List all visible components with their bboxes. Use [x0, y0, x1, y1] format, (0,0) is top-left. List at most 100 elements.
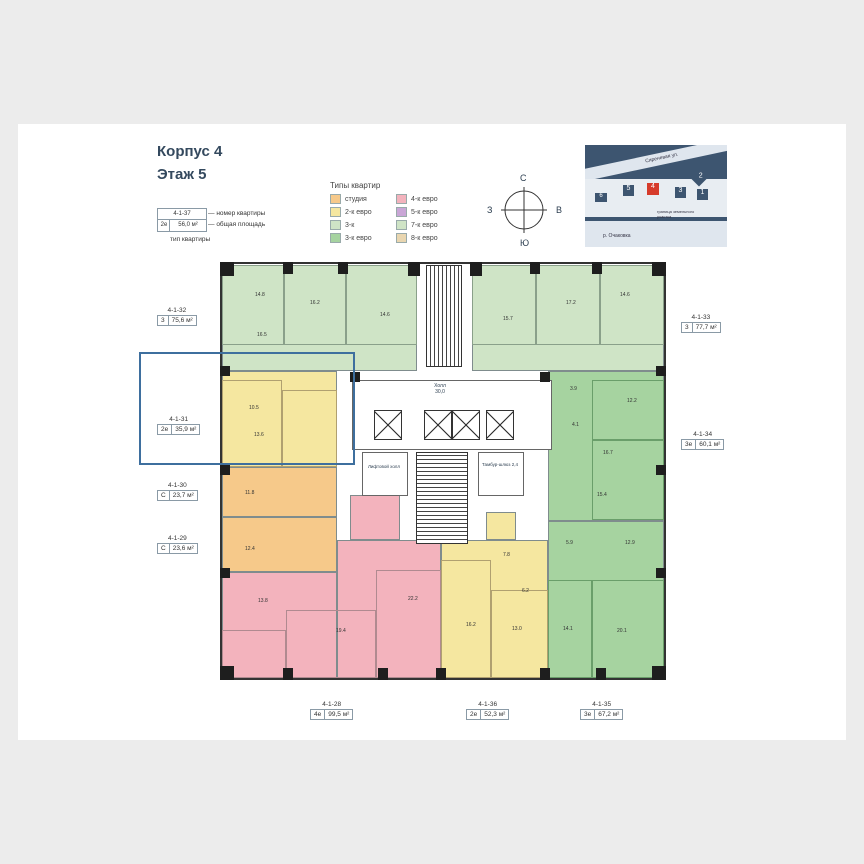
site-building: 3 [675, 187, 686, 198]
room [600, 265, 664, 345]
room-area: 13.0 [512, 626, 522, 632]
apartment-4-1-31[interactable] [222, 371, 337, 467]
site-building: 6 [595, 193, 607, 202]
room-area: 16.2 [466, 622, 476, 628]
apartment-4-1-28[interactable] [350, 495, 400, 540]
room [286, 610, 376, 678]
legend-item: 2-к евро [330, 207, 372, 217]
key-type-note: тип квартиры [170, 236, 211, 243]
apartment-4-1-28[interactable] [337, 540, 441, 678]
column [378, 668, 388, 680]
room-area: 13.6 [254, 432, 264, 438]
column [436, 668, 446, 680]
room-area: 15.7 [503, 316, 513, 322]
apartment-4-1-28[interactable] [222, 572, 337, 678]
room-area: 13.8 [258, 598, 268, 604]
room [222, 630, 286, 678]
apartment-4-1-30[interactable] [222, 467, 337, 517]
room [472, 265, 536, 345]
column [220, 366, 230, 376]
legend-title: Типы квартир [330, 181, 381, 190]
compass-west: З [487, 205, 493, 215]
apartment-4-1-36[interactable] [486, 512, 516, 540]
column [530, 262, 540, 274]
room-area: 16.2 [310, 300, 320, 306]
room-area: 16.7 [603, 450, 613, 456]
room-area: 14.6 [620, 292, 630, 298]
room-area: 12.2 [627, 398, 637, 404]
stairs-icon [426, 265, 462, 367]
apartment-4-1-36[interactable] [441, 540, 548, 678]
room-area: 3.9 [570, 386, 577, 392]
compass-east: В [556, 205, 563, 215]
lift-hall [362, 452, 408, 496]
room-area: 6.2 [522, 588, 529, 594]
room-area: 20.1 [617, 628, 627, 634]
room-area: 11.8 [245, 490, 255, 496]
tambour-label: Тамбур-шлюз 2,4 [482, 462, 518, 467]
column [592, 262, 602, 274]
room [376, 570, 441, 678]
room-area: 12.9 [625, 540, 635, 546]
key-area-note: — общая площадь [208, 221, 266, 228]
column [656, 465, 666, 475]
room [222, 265, 284, 345]
site-building: 1 [697, 189, 708, 200]
apartment-4-1-34[interactable] [548, 371, 664, 521]
compass-north: С [520, 173, 527, 183]
room [548, 580, 592, 678]
lift-icon [374, 410, 402, 440]
room [282, 390, 337, 467]
column [470, 262, 482, 276]
room-area: 15.4 [597, 492, 607, 498]
room-area: 14.8 [255, 292, 265, 298]
room-area: 12.4 [245, 546, 255, 552]
column [338, 262, 348, 274]
column [220, 465, 230, 475]
column [596, 668, 606, 680]
legend-item: 3-к [330, 220, 354, 230]
room [441, 560, 491, 678]
room [346, 265, 417, 345]
site-building: 5 [623, 185, 634, 196]
column [283, 668, 293, 680]
room-area: 14.1 [563, 626, 573, 632]
room-area: 17.2 [566, 300, 576, 306]
room [592, 580, 664, 678]
boundary-label: граница земельного участка [657, 209, 695, 219]
building-title: Корпус 4 [157, 143, 223, 160]
compass-south: Ю [520, 238, 530, 248]
room [592, 380, 664, 440]
room [592, 440, 664, 520]
room [491, 590, 548, 678]
apartment-4-1-29[interactable] [222, 517, 337, 572]
column [656, 568, 666, 578]
column [540, 668, 550, 680]
legend-item: 3-к евро [330, 233, 372, 243]
site-building-current: 4 [647, 183, 659, 195]
lift-icon [452, 410, 480, 440]
room-area: 10.5 [249, 405, 259, 411]
column [350, 372, 360, 382]
legend-item: студия [330, 194, 367, 204]
river-label: р. Очаковка [603, 233, 631, 239]
key-area: 56,0 м² [169, 219, 207, 232]
room-area: 7.8 [503, 552, 510, 558]
room [284, 265, 346, 345]
room-area: 4.1 [572, 422, 579, 428]
column [540, 372, 550, 382]
legend-item: 5-к евро [396, 207, 438, 217]
lift-hall-label: Лифтовой холл [367, 464, 401, 469]
column [220, 666, 234, 680]
column [656, 366, 666, 376]
